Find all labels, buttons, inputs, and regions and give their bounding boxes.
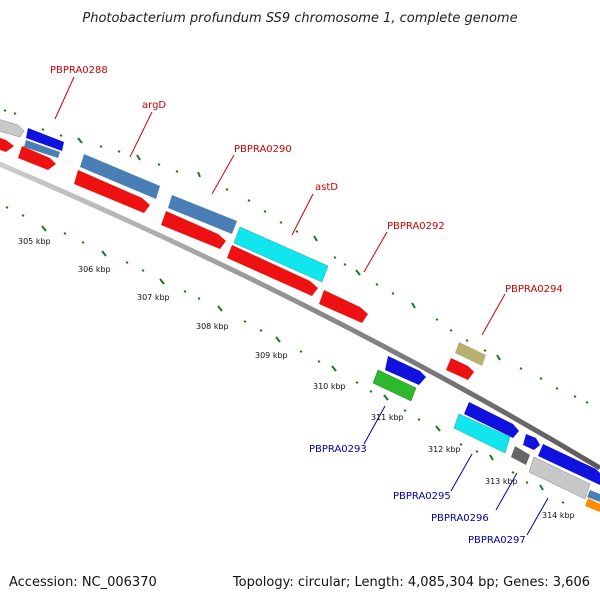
feature-red-7[interactable]	[446, 358, 474, 380]
gene-label-reverse[interactable]: PBPRA0295	[393, 491, 451, 502]
feature-cyan-astD[interactable]	[233, 226, 329, 283]
gene-label-forward[interactable]: PBPRA0294	[505, 284, 563, 295]
feature-red-2[interactable]	[18, 146, 56, 170]
scale-label: 314 kbp	[542, 511, 575, 520]
gene-label-forward[interactable]: PBPRA0290	[234, 144, 292, 155]
accession-text: Accession: NC_006370	[9, 575, 157, 590]
feature-gray-1[interactable]	[0, 118, 25, 138]
map-title: Photobacterium profundum SS9 chromosome …	[82, 11, 517, 26]
reverse-gene-labels: PBPRA0293 PBPRA0295 PBPRA0296 PBPRA0297	[309, 405, 549, 546]
feature-steelblue-PBPRA0290[interactable]	[168, 195, 237, 234]
gene-label-reverse[interactable]: PBPRA0297	[468, 535, 526, 546]
feature-cyan-PBPRA0295[interactable]	[453, 413, 511, 454]
feature-khaki-PBPRA0294[interactable]	[455, 342, 486, 366]
feature-orange-1[interactable]	[585, 498, 600, 512]
feature-blue-3[interactable]	[464, 402, 519, 438]
feature-red-6[interactable]	[319, 290, 368, 323]
feature-blue-5[interactable]	[538, 444, 600, 485]
gene-label-forward[interactable]: argD	[142, 100, 166, 111]
feature-blue-4[interactable]	[523, 434, 540, 450]
feature-gray-PBPRA0297[interactable]	[528, 456, 591, 500]
scale-label: 310 kbp	[313, 382, 346, 391]
feature-darkgray-PBPRA0296[interactable]	[511, 446, 530, 465]
feature-red-5[interactable]	[227, 245, 318, 296]
feature-red-4[interactable]	[161, 211, 226, 249]
scale-label: 308 kbp	[196, 322, 229, 331]
feature-steelblue-argD[interactable]	[80, 154, 160, 199]
feature-blue-2[interactable]	[385, 356, 426, 385]
scale-label: 309 kbp	[255, 351, 288, 360]
gene-label-reverse[interactable]: PBPRA0293	[309, 444, 367, 455]
forward-features[interactable]	[0, 118, 600, 512]
feature-steelblue-2[interactable]	[587, 490, 600, 502]
scale-label: 313 kbp	[485, 477, 518, 486]
gene-label-forward[interactable]: PBPRA0292	[387, 221, 445, 232]
scale-label: 307 kbp	[137, 293, 170, 302]
gene-label-forward[interactable]: astD	[315, 182, 338, 193]
scale-label: 306 kbp	[78, 265, 111, 274]
scale-label: 305 kbp	[18, 237, 51, 246]
inner-tick-ring	[5, 206, 565, 504]
forward-gene-labels: PBPRA0288 argD PBPRA0290 astD PBPRA0292 …	[50, 65, 563, 336]
feature-steelblue-1[interactable]	[24, 140, 60, 158]
topology-info-text: Topology: circular; Length: 4,085,304 bp…	[232, 575, 590, 590]
feature-green-1[interactable]	[372, 369, 417, 402]
gene-label-reverse[interactable]: PBPRA0296	[431, 513, 489, 524]
red-features[interactable]	[0, 136, 474, 380]
feature-red-3[interactable]	[74, 170, 150, 213]
chromosome-backbone	[0, 161, 600, 471]
scale-labels: 305 kbp 306 kbp 307 kbp 308 kbp 309 kbp …	[18, 237, 575, 520]
feature-blue-1[interactable]	[26, 128, 64, 151]
outer-tick-ring	[3, 109, 589, 404]
feature-red-1[interactable]	[0, 136, 14, 152]
scale-label: 311 kbp	[371, 413, 404, 422]
gene-label-forward[interactable]: PBPRA0288	[50, 65, 108, 76]
scale-label: 312 kbp	[428, 445, 461, 454]
